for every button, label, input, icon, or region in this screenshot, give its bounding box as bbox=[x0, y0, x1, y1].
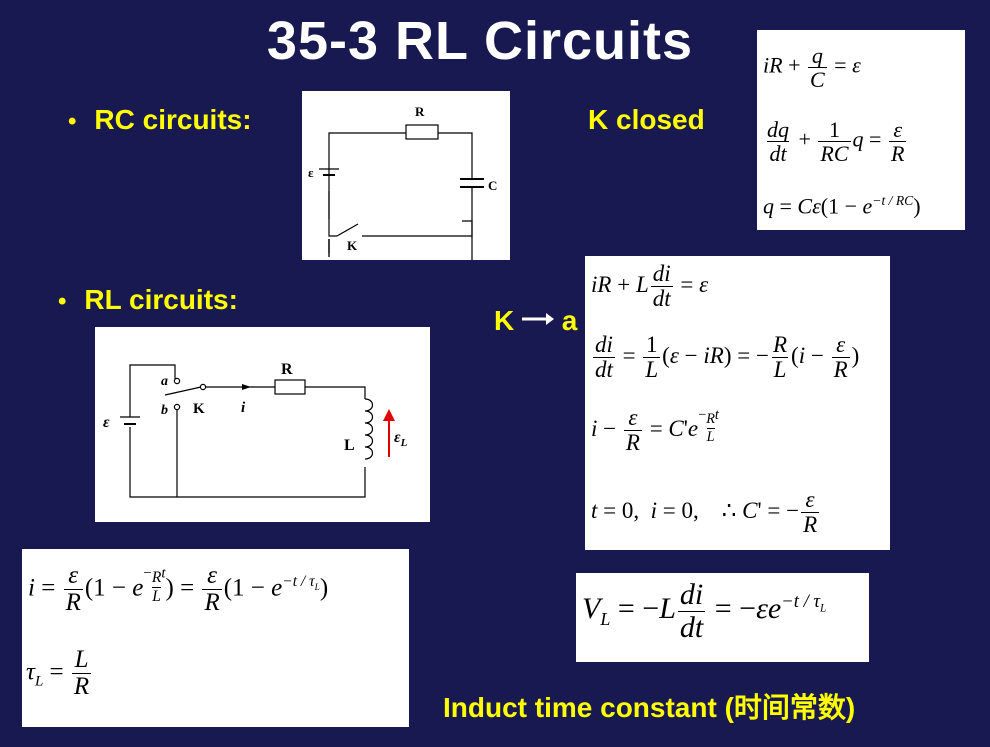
rc-label-r: R bbox=[415, 104, 425, 119]
k-closed-label: K closed bbox=[588, 104, 705, 135]
rc-label-c: C bbox=[488, 178, 497, 193]
rl-label-l: L bbox=[344, 437, 355, 454]
rc-circuits-text: RC circuits: bbox=[94, 104, 252, 135]
rl-circuit-diagram: a b K i R L ε εL bbox=[95, 327, 430, 522]
rc-circuits-label: • RC circuits: bbox=[68, 104, 252, 136]
rc-equation-3: q = Cε(1 − e−t / RC) bbox=[763, 193, 921, 219]
rc-circuit-diagram: R C ε K bbox=[302, 91, 510, 266]
rl-label-b: b bbox=[161, 403, 168, 418]
rl-label-k: K bbox=[193, 401, 205, 417]
rl-circuit-svg: a b K i R L ε εL bbox=[103, 361, 408, 498]
bullet-icon: • bbox=[68, 108, 77, 135]
bullet-icon: • bbox=[58, 288, 67, 315]
rc-circuit-svg: R C ε K bbox=[308, 104, 497, 266]
k-to-a-a: a bbox=[561, 305, 578, 336]
rl-label-emfl: εL bbox=[394, 429, 408, 449]
k-to-a-k: K bbox=[494, 305, 515, 336]
rl-circuits-text: RL circuits: bbox=[84, 284, 238, 315]
time-constant-footer: Induct time constant (时间常数) bbox=[443, 692, 856, 723]
rl-label-r: R bbox=[281, 361, 293, 378]
rc-label-emf: ε bbox=[308, 165, 314, 180]
slide-title: 35-3 RL Circuits bbox=[266, 11, 694, 71]
k-to-a-label: K a bbox=[494, 305, 577, 337]
rc-label-k: K bbox=[347, 238, 358, 253]
rl-label-i: i bbox=[241, 400, 246, 416]
rl-label-a: a bbox=[161, 374, 168, 389]
rl-label-emf: ε bbox=[103, 414, 110, 431]
rl-circuits-label: • RL circuits: bbox=[58, 284, 238, 316]
right-arrow-icon bbox=[522, 313, 555, 325]
